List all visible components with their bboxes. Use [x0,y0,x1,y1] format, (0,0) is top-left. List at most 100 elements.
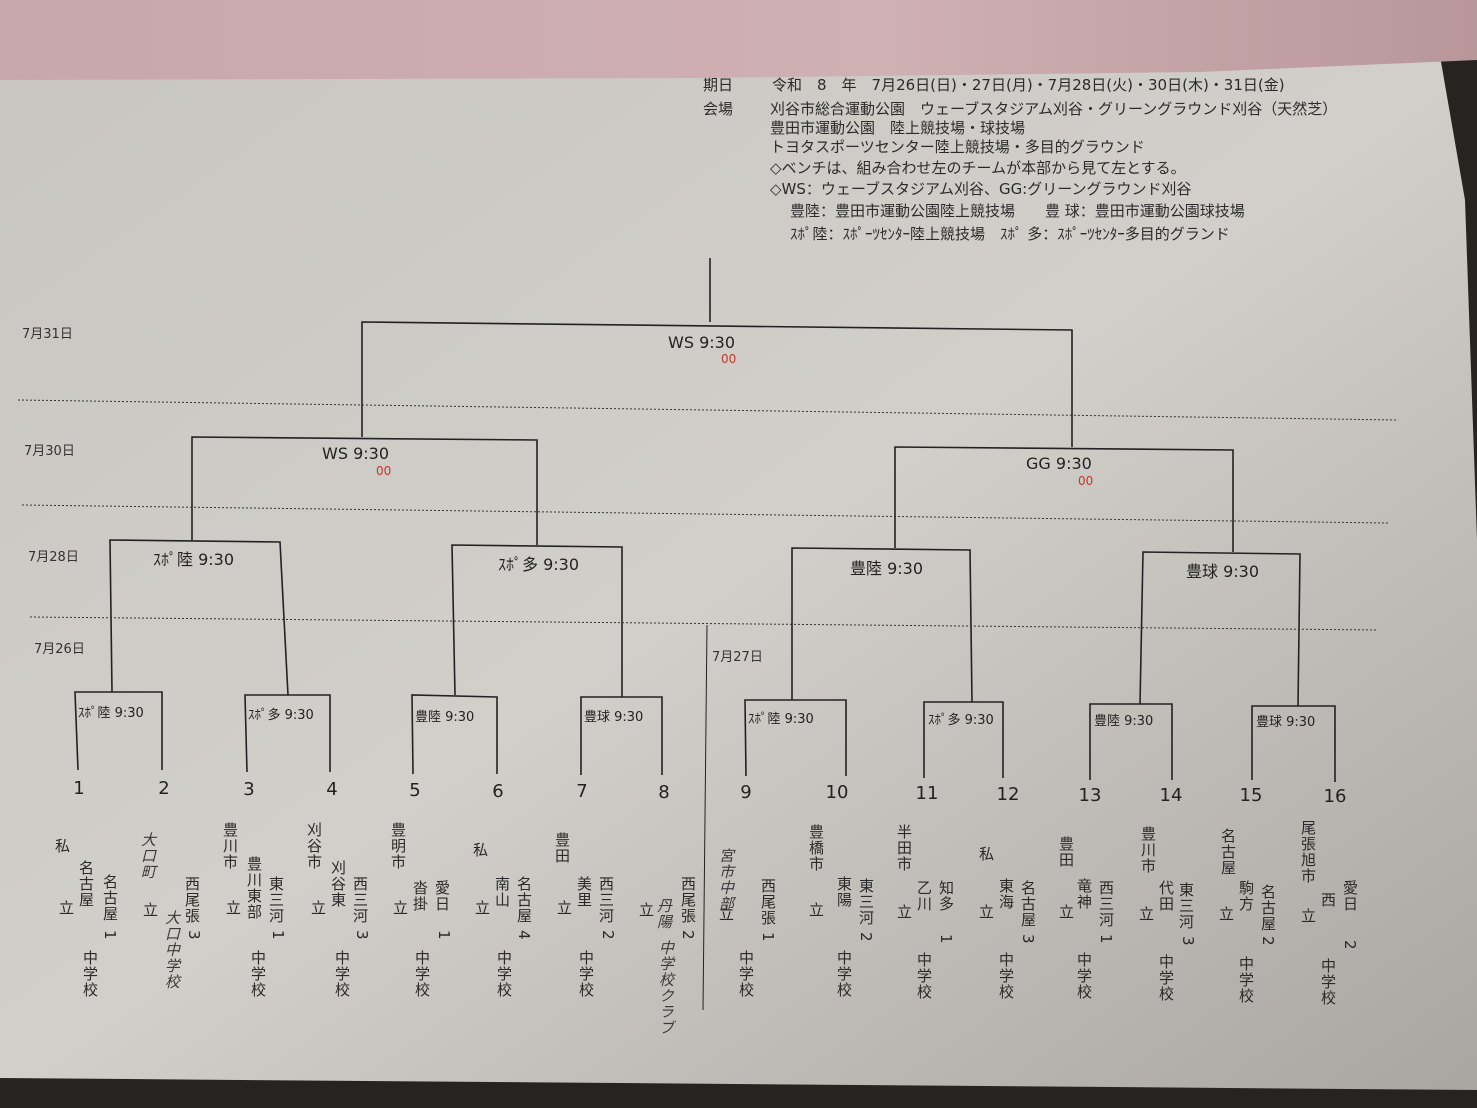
team-suffix: 中学校 [1237,956,1255,1004]
team-city: 豊田 [553,832,571,864]
team-rank: 1 [269,930,287,941]
pink-envelope [0,0,1477,80]
team-suffix: 中学校 [1075,952,1093,1000]
team-city: 豊川市 [221,822,239,870]
team-type: 立 [1057,904,1075,920]
team-type: 立 [391,900,409,916]
team-type: 立 [717,906,735,922]
team-region: 東三河 [857,878,875,926]
team-rank: 1 [101,930,119,941]
team-school: 東海 [997,878,1015,910]
seed-number: 2 [158,778,170,799]
team-type: 立 [1217,906,1235,922]
match-r1-1: ｽﾎﾟ陸 9:30 [78,706,144,721]
date-round-semis: 7月30日 [24,444,75,459]
team-school: 西 [1319,892,1337,908]
team-suffix: 大口中学校 [163,910,181,990]
date-round-final: 7月31日 [22,327,73,342]
match-semi-2: GG 9:30 [1026,454,1092,473]
match-quarter-4: 豊球 9:30 [1186,562,1260,581]
team-suffix: 中学校 [1319,958,1337,1006]
handwritten-mark-final: 00 [721,352,737,366]
team-rank: 2 [599,930,617,941]
team-rank: 1 [759,932,777,943]
match-r1-2: ｽﾎﾟ多 9:30 [248,708,314,723]
handwritten-mark-semi-2: 00 [1078,474,1094,488]
team-suffix: 中学校 [915,952,933,1000]
team-suffix: 中学校クラブ [657,940,675,1036]
team-suffix: 中学校 [495,950,513,998]
seed-number: 7 [576,781,588,802]
team-rank: 2 [1259,936,1277,947]
team-suffix: 中学校 [81,950,99,998]
team-school: 代田 [1157,880,1175,912]
team-rank: 3 [1179,936,1197,947]
team-region: 名古屋 [101,874,119,922]
team-type: 立 [1137,906,1155,922]
seed-number: 4 [326,779,338,800]
team-city: 半田市 [895,824,913,872]
team-city: 私 [53,838,71,854]
match-r1-8: 豊球 9:30 [1256,715,1316,730]
team-region: 西尾張 [759,878,777,926]
team-type: 立 [309,900,327,916]
team-school: 東陽 [835,876,853,908]
dates-value: 令和 8 年 7月26日(日)・27日(月)・7月28日(火)・30日(木)・3… [772,76,1285,94]
team-school: 竜神 [1075,878,1093,910]
team-region: 名古屋 [1019,880,1037,928]
team-suffix: 中学校 [835,950,853,998]
team-region: 知多 [937,880,955,912]
team-type: 立 [977,904,995,920]
seed-number: 14 [1159,785,1183,806]
match-r1-3: 豊陸 9:30 [415,710,475,725]
seed-number: 6 [492,781,504,802]
seed-number: 3 [243,779,255,800]
team-school: 乙川 [915,880,933,912]
team-suffix: 中学校 [413,950,431,998]
team-school: 豊川東部 [245,856,263,920]
team-region: 西尾張 [183,876,201,924]
team-school: 駒方 [1237,880,1255,912]
team-school: 宮市中部 [717,848,735,912]
bench-note: ◇ベンチは、組み合わせ左のチームが本部から見て左とする。 [770,159,1186,177]
team-suffix: 中学校 [737,950,755,998]
team-suffix: 中学校 [1157,954,1175,1002]
team-type: 立 [555,900,573,916]
team-type: 立 [895,904,913,920]
team-region: 愛日 [433,880,451,912]
seed-number: 16 [1323,786,1347,807]
team-region: 西尾張 [679,876,697,924]
team-suffix: 中学校 [249,950,267,998]
team-city: 刈谷市 [305,822,323,870]
match-r1-6: ｽﾎﾟ多 9:30 [928,713,994,728]
team-school: 名古屋 [77,860,95,908]
team-city: 豊田 [1057,836,1075,868]
paper-sheet [0,56,1477,1090]
team-school: 南山 [493,876,511,908]
team-rank: 3 [1019,934,1037,945]
seed-number: 12 [996,784,1020,805]
team-type: 立 [57,900,75,916]
date-round-1-right: 7月27日 [712,650,763,665]
team-suffix: 中学校 [577,950,595,998]
team-city: 尾張旭市 [1299,820,1317,884]
team-city: 豊川市 [1139,826,1157,874]
dates-label: 期日 [703,76,734,94]
team-suffix: 中学校 [997,952,1015,1000]
match-quarter-3: 豊陸 9:30 [850,559,924,578]
team-rank: 3 [185,930,203,941]
team-region: 名古屋 [515,876,533,924]
team-school: 美里 [575,876,593,908]
team-school: 大口町 [139,832,157,880]
team-region: 西三河 [1097,880,1115,928]
team-region: 西三河 [597,876,615,924]
match-r1-4: 豊球 9:30 [584,710,644,725]
venue-line-1: 刈谷市総合運動公園 ウェーブスタジアム刈谷・グリーングラウンド刈谷（天然芝） [770,100,1338,118]
abbrev-note-3: ｽﾎﾟ陸：ｽﾎﾟｰﾂｾﾝﾀｰ陸上競技場 ｽﾎﾟ 多：ｽﾎﾟｰﾂｾﾝﾀｰ多目的グラ… [790,225,1230,243]
seed-number: 11 [915,783,939,804]
abbrev-note-1: ◇WS：ウェーブスタジアム刈谷、GG:グリーングラウンド刈谷 [770,180,1192,198]
team-type: 立 [807,902,825,918]
team-school: 丹陽 [655,898,673,930]
